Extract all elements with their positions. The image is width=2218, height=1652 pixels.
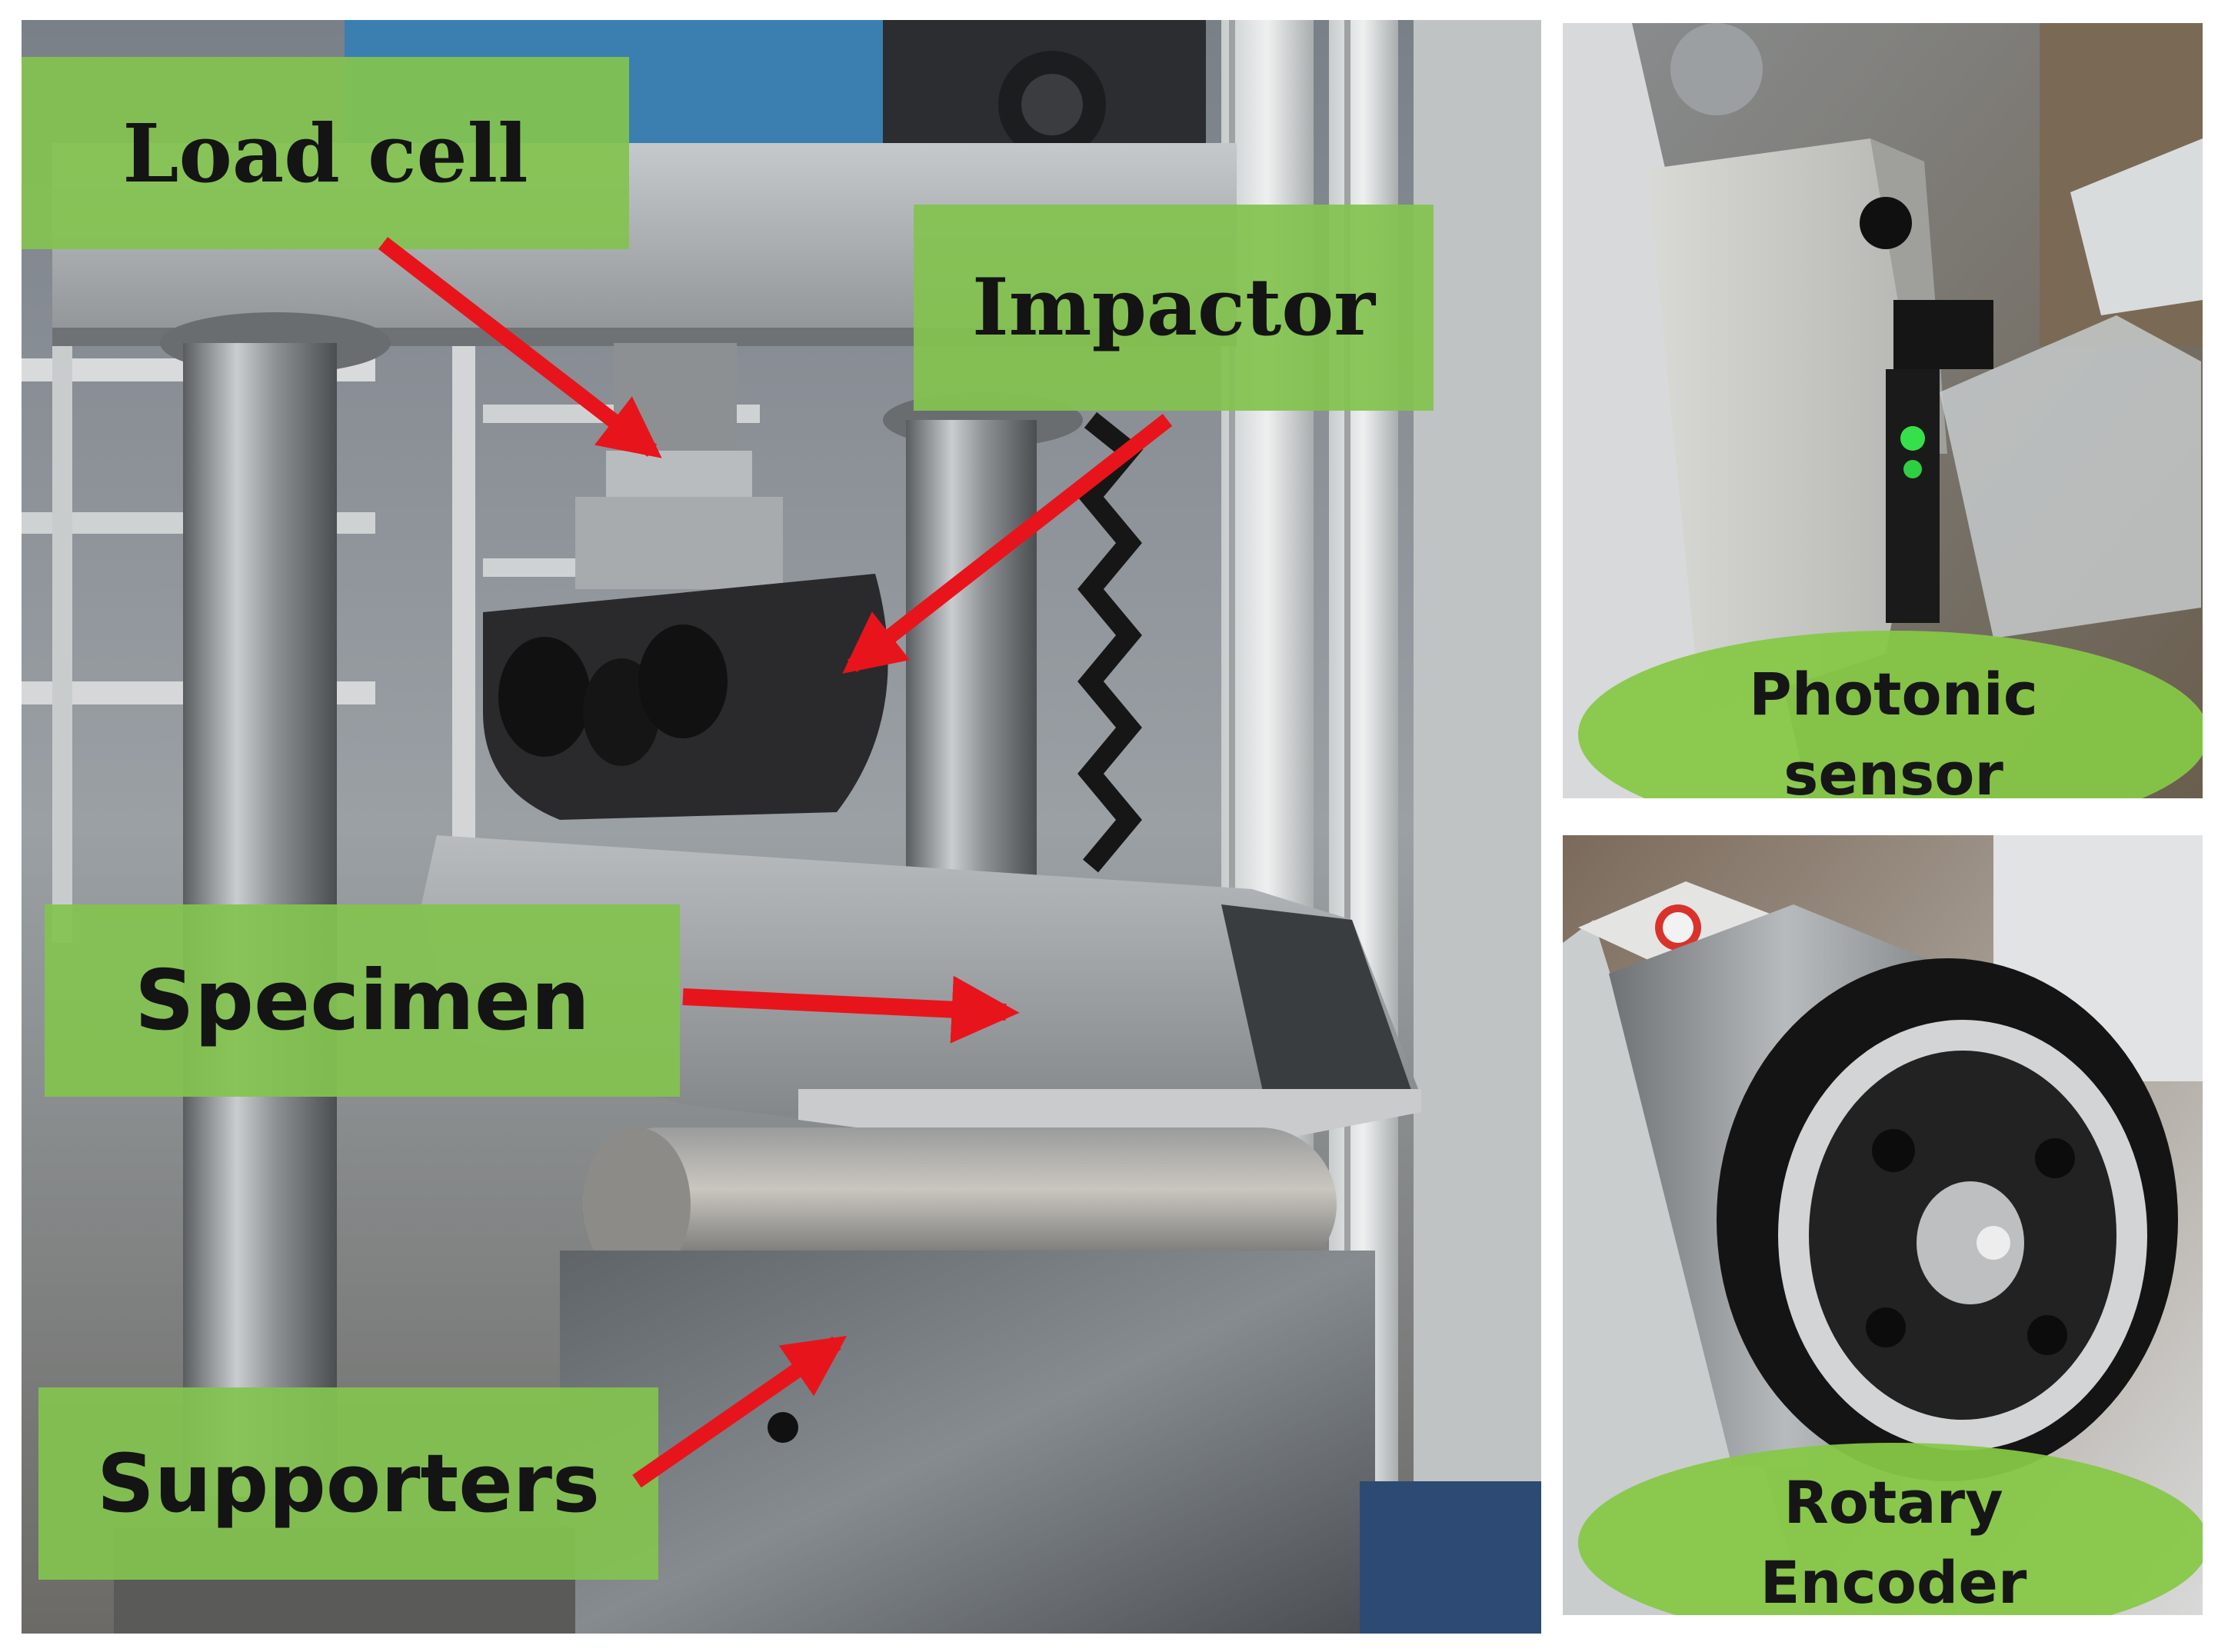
impactor-label: Impactor [914,205,1434,411]
main-apparatus-photo: Load cell Impactor Specimen Supporters [22,20,1541,1634]
photonic-sensor-label: Photonic sensor [1578,631,2203,798]
load-cell-label: Load cell [22,57,629,249]
photonic-sensor-photo: Photonic sensor [1563,23,2203,798]
rotary-encoder-photo: Rotary Encoder [1563,835,2203,1615]
rotary-label-line2: Encoder [1760,1548,2027,1615]
specimen-label: Specimen [45,904,680,1097]
supporters-label: Supporters [38,1387,658,1580]
photonic-label-line1: Photonic [1749,660,2038,728]
encoder-scene [1563,835,2203,1615]
rotary-encoder-label: Rotary Encoder [1578,1443,2203,1615]
rotary-label-line1: Rotary [1783,1468,2003,1537]
photonic-label-line2: sensor [1783,740,2003,798]
